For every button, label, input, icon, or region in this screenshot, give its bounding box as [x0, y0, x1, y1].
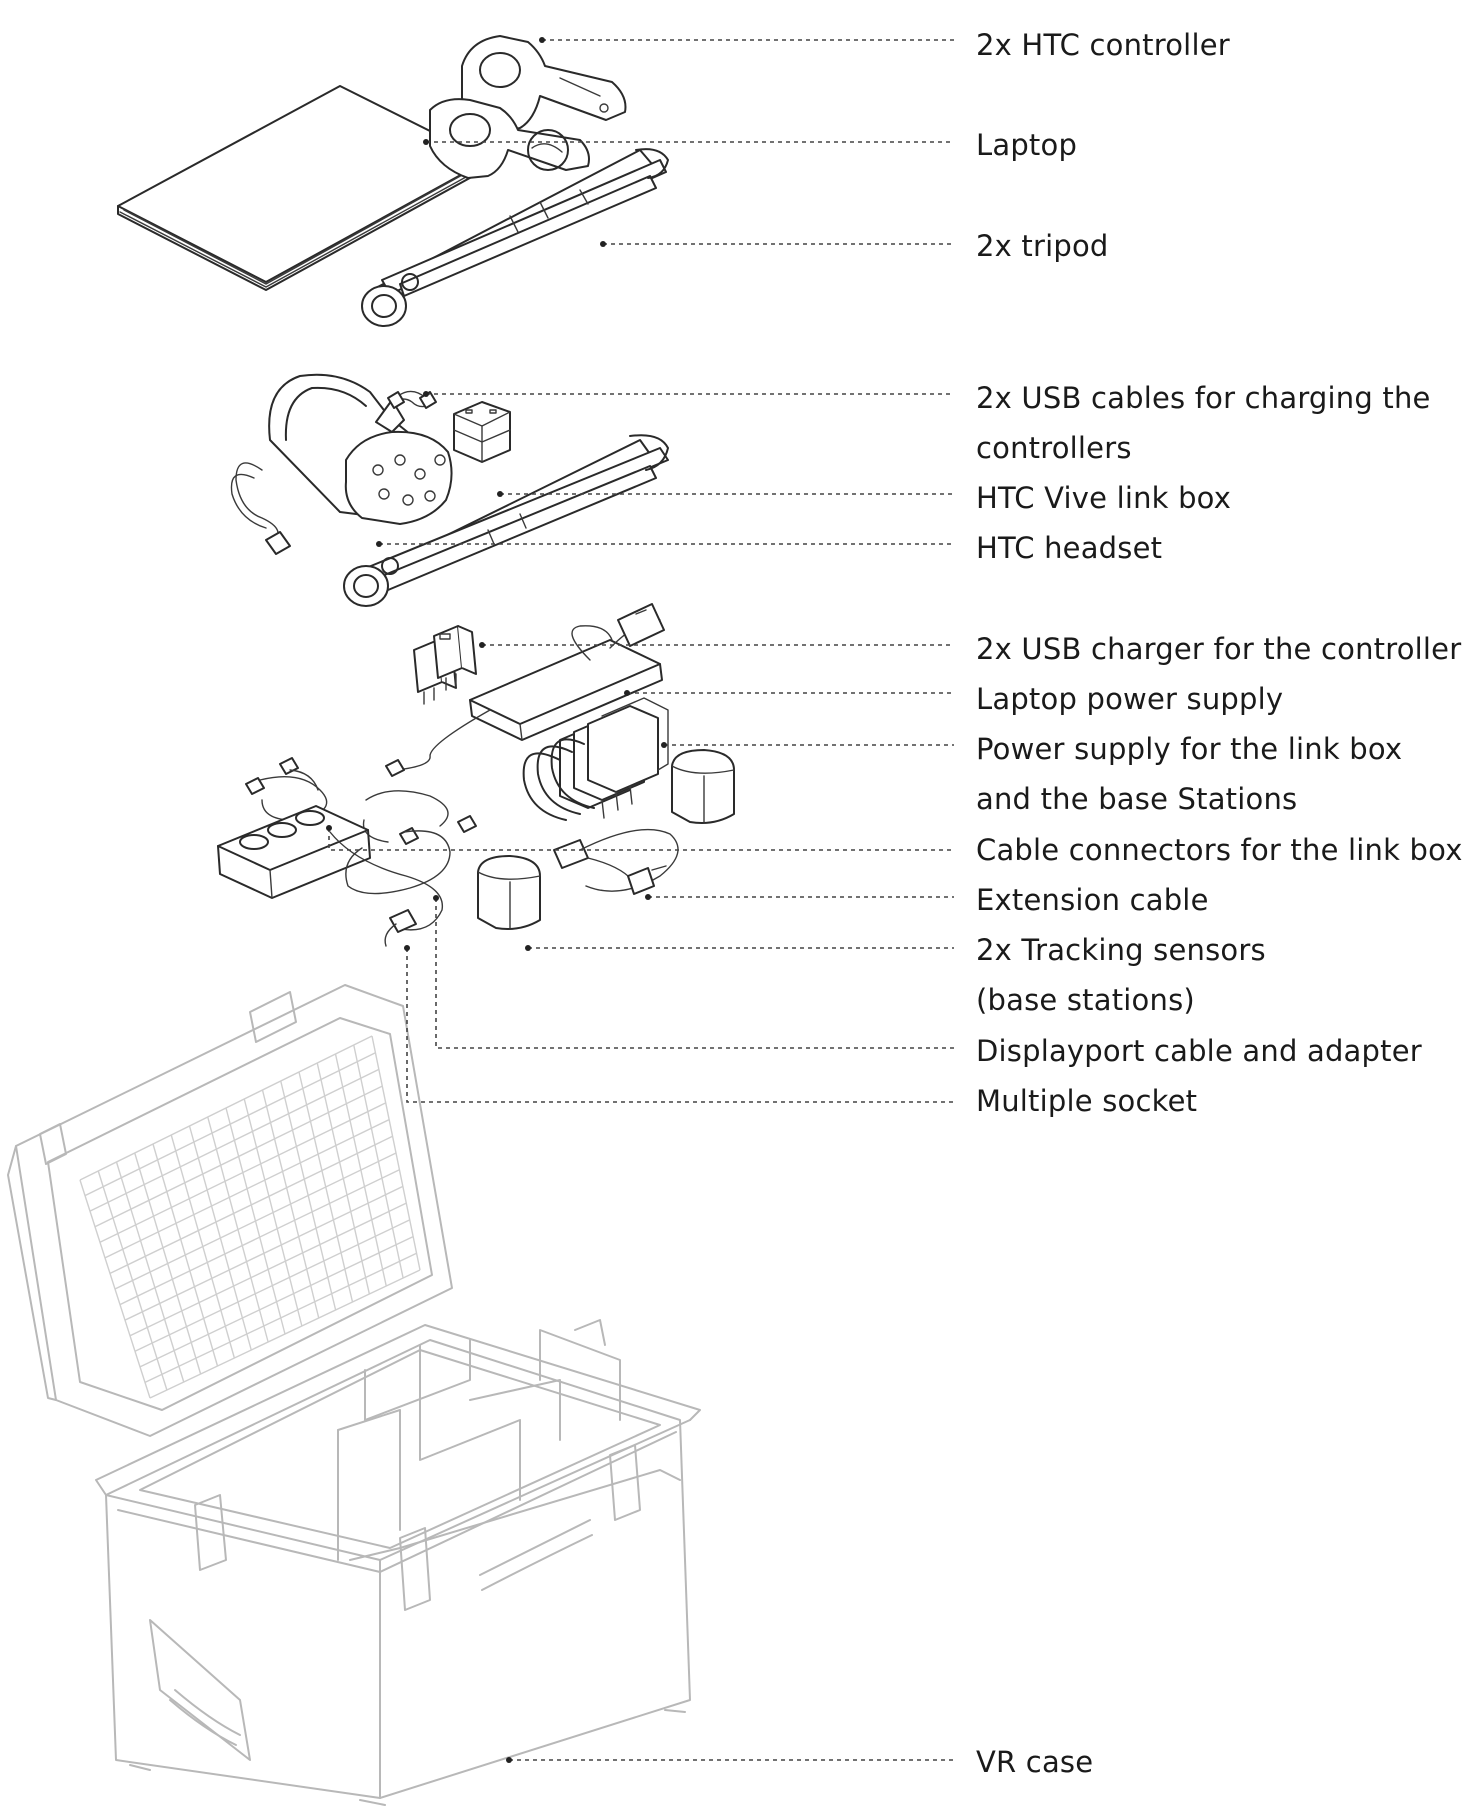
laptop-power-drawing [385, 603, 665, 777]
label-cable-connectors: Cable connectors for the link box [976, 833, 1463, 867]
vr-case-drawing [7, 984, 701, 1806]
label-tracking-sensors-line1: 2x Tracking sensors [976, 933, 1266, 967]
label-link-box: HTC Vive link box [976, 481, 1232, 515]
label-usb-charger: 2x USB charger for the controller [976, 632, 1462, 666]
label-tripod: 2x tripod [976, 229, 1109, 263]
tracking-sensors-drawing [477, 749, 735, 930]
power-supply-drawing [522, 697, 669, 821]
label-htc-controller: 2x HTC controller [976, 28, 1230, 62]
label-laptop: Laptop [976, 128, 1078, 162]
leader-lines [326, 37, 954, 1763]
extension-cable-drawing [553, 828, 679, 895]
label-power-supply-line2: and the base Stations [976, 782, 1298, 816]
htc-controller-drawing [429, 35, 627, 179]
displayport-drawing [345, 830, 451, 947]
label-usb-cables-line1: 2x USB cables for charging the [976, 381, 1431, 415]
label-tracking-sensors-line2: (base stations) [976, 983, 1195, 1017]
tripod-2-drawing [343, 434, 669, 607]
headset-drawing [230, 373, 453, 555]
label-multiple-socket: Multiple socket [976, 1084, 1198, 1118]
label-usb-cables-line2: controllers [976, 431, 1132, 465]
label-vr-case: VR case [976, 1745, 1094, 1779]
multiple-socket-drawing [217, 805, 444, 931]
label-laptop-power: Laptop power supply [976, 682, 1284, 716]
tripod-drawing [361, 148, 669, 327]
label-extension-cable: Extension cable [976, 883, 1209, 917]
link-box-drawing [453, 401, 511, 463]
label-headset: HTC headset [976, 531, 1163, 565]
label-power-supply-line1: Power supply for the link box [976, 732, 1403, 766]
usb-charger-drawing [413, 625, 477, 705]
label-displayport: Displayport cable and adapter [976, 1034, 1422, 1068]
